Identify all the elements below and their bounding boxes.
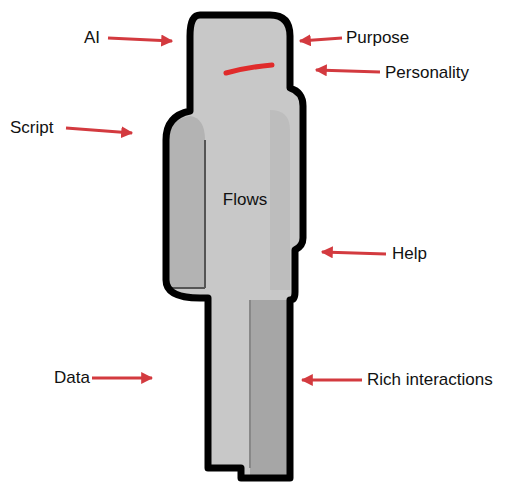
callout-label: Personality <box>385 62 469 84</box>
callout-label: Rich interactions <box>367 369 493 391</box>
callout-label: Help <box>392 243 427 265</box>
leg-shade <box>250 300 290 478</box>
leg-line <box>249 300 251 468</box>
callout-label: Data <box>54 367 90 389</box>
torso-shade <box>270 110 290 290</box>
figure-outline <box>156 8 310 486</box>
leader-arrow <box>300 38 342 41</box>
leader-arrow <box>92 377 152 380</box>
leader-arrow <box>316 70 380 72</box>
leader-arrow <box>322 252 386 254</box>
leader-arrow <box>66 128 132 133</box>
callout-label: Script <box>10 117 53 139</box>
figure-label: Flows <box>223 189 267 211</box>
figure-fill <box>166 15 303 478</box>
robot-figure: Flows <box>156 8 310 486</box>
leader-arrow <box>302 379 362 382</box>
callout-label: AI <box>84 27 100 49</box>
arm-line <box>168 140 205 288</box>
face-mark <box>226 65 272 73</box>
figure-stroke <box>166 15 303 478</box>
leader-arrow <box>108 38 172 41</box>
callout-label: Purpose <box>346 27 409 49</box>
arm-shade <box>168 116 205 288</box>
